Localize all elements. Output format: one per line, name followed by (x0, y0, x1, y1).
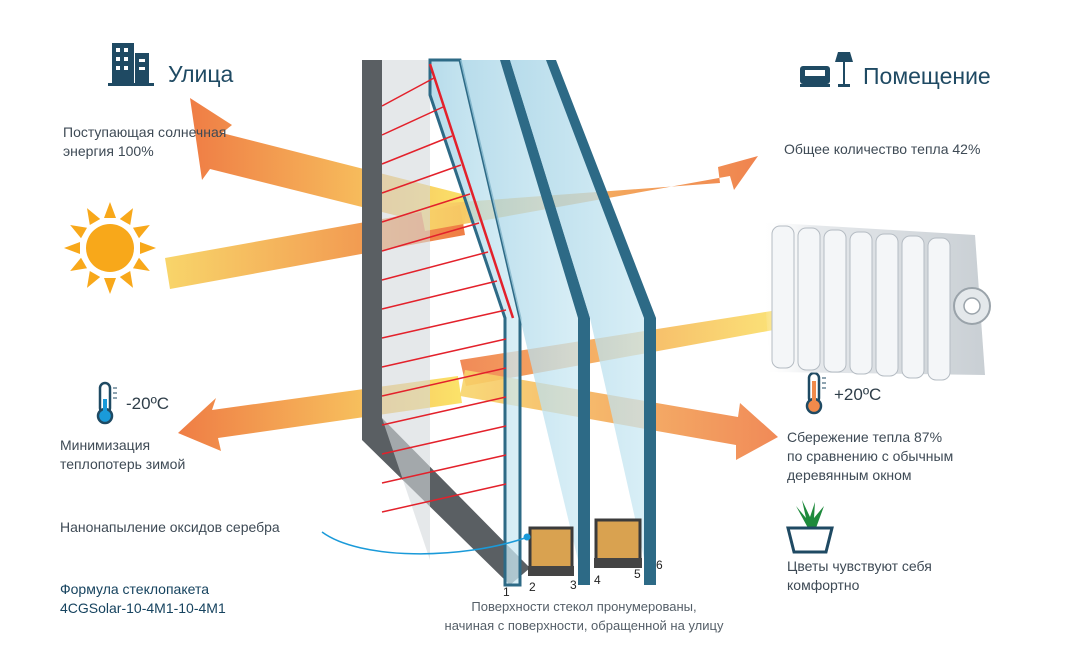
coating-stripe (381, 77, 435, 107)
sofa-lamp-icon (800, 52, 853, 87)
surface-number-1: 1 (503, 585, 510, 599)
surface-number-3: 3 (570, 578, 577, 592)
spacer-right (594, 518, 642, 568)
coating-label: Нанонапыление оксидов серебра (60, 519, 280, 535)
flowers-line1: Цветы чувствуют себя (787, 558, 932, 574)
coating-stripe (381, 396, 507, 426)
heat-saving-line2: по сравнению с обычным (787, 448, 954, 464)
surface-number-6: 6 (656, 558, 663, 572)
coating-stripe (381, 483, 507, 513)
heat-saving-line3: деревянным окном (787, 467, 912, 483)
sun-ray (119, 208, 133, 226)
outside-temperature: -20ºC (126, 394, 170, 413)
sun-ray (140, 242, 156, 254)
buildings-icon (108, 43, 154, 86)
coating-stripe (381, 251, 489, 281)
sun-ray (64, 242, 80, 254)
radiator-section (901, 235, 925, 379)
window-frame (362, 60, 530, 585)
heat-saving-line1: Сбережение тепла 87% (787, 429, 943, 445)
room-title: Помещение (863, 63, 991, 89)
coating-stripe (381, 454, 507, 484)
coating-stripe (381, 425, 507, 455)
incoming-energy-label: Поступающая солнечная энергия 100% (63, 123, 226, 161)
coating-callout-dot (523, 533, 531, 541)
sun-ray (132, 225, 150, 239)
radiator (760, 222, 991, 381)
flowers-line2: комфортно (787, 577, 860, 593)
coating-stripe (381, 309, 507, 339)
total-heat-label: Общее количество тепла 42% (784, 141, 981, 157)
glazing-formula-line2: 4CGSolar-10-4M1-10-4M1 (60, 600, 226, 616)
sun-ray (104, 278, 116, 294)
silver-coating-lines (381, 77, 507, 513)
surfaces-note: Поверхности стекол пронумерованы, начина… (414, 597, 754, 635)
surface-number-4: 4 (594, 573, 601, 587)
sun-ray (132, 257, 150, 271)
sun-ray (70, 257, 88, 271)
sun-ray (87, 208, 101, 226)
coating-stripe (381, 338, 507, 368)
silver-coating-edge (428, 63, 515, 319)
coating-callout-line (321, 531, 526, 555)
radiator-section (849, 231, 873, 375)
surfaces-note-line2: начиная с поверхности, обращенной на ули… (444, 618, 724, 633)
radiator-section (823, 229, 847, 373)
winter-loss-label: Минимизация теплопотерь зимой (60, 436, 185, 474)
heat-saving-label: Сбережение тепла 87% по сравнению с обыч… (787, 428, 953, 485)
thermometer-cold-icon (96, 381, 117, 425)
coating-stripe (381, 222, 480, 252)
radiator-section (927, 237, 951, 381)
surface-number-5: 5 (634, 567, 641, 581)
glass-pane-middle (460, 60, 590, 585)
coating-stripe (381, 164, 462, 194)
sun-ray (104, 202, 116, 218)
spacer-left (528, 526, 574, 576)
winter-loss-line1: Минимизация (60, 437, 151, 453)
glass-pane-inner (510, 60, 656, 585)
winter-loss-line2: теплопотерь зимой (60, 456, 186, 472)
coating-stripe (381, 193, 471, 223)
flowers-label: Цветы чувствуют себя комфортно (787, 557, 932, 595)
coating-stripe (381, 106, 444, 136)
street-title: Улица (168, 61, 234, 87)
glazing-formula: Формула стеклопакета 4CGSolar-10-4M1-10-… (60, 580, 226, 618)
glazing-formula-line1: Формула стеклопакета (60, 581, 209, 597)
sun-ray (87, 270, 101, 288)
coating-stripe (381, 135, 453, 165)
coating-stripe (381, 280, 498, 310)
potted-plant-icon (786, 500, 834, 554)
sun-icon (64, 202, 156, 294)
surface-number-2: 2 (529, 580, 536, 594)
incoming-energy-line2: энергия 100% (63, 143, 154, 159)
incoming-energy-line1: Поступающая солнечная (63, 124, 227, 140)
surfaces-note-line1: Поверхности стекол пронумерованы, (471, 599, 697, 614)
radiator-section (875, 233, 899, 377)
sun-ray (70, 225, 88, 239)
radiator-section (771, 225, 795, 369)
inside-temperature: +20ºC (834, 385, 882, 404)
radiator-section (797, 227, 821, 371)
sun-ray (119, 270, 133, 288)
thermometer-warm-icon (805, 371, 826, 415)
coating-stripe (381, 367, 507, 397)
